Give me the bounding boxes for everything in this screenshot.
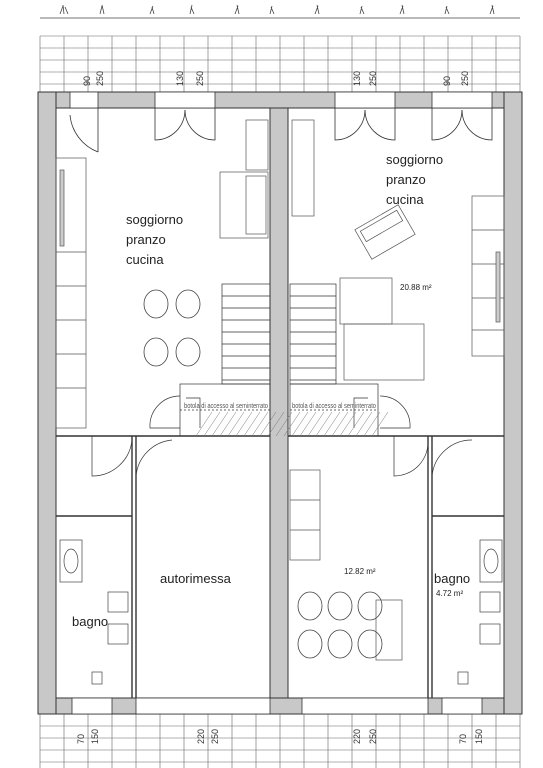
chair <box>143 337 169 367</box>
bottom-dimensions: 70 150 220 250 220 250 70 150 <box>76 729 484 744</box>
left-living-label: soggiorno pranzo cucina <box>126 212 183 267</box>
left-living-line-1: soggiorno <box>126 212 183 227</box>
dimension-label: 90 <box>82 76 92 86</box>
left-kitchen-counter <box>55 157 87 429</box>
right-kitchen-counter <box>471 195 505 357</box>
right-dining-chairs <box>297 591 383 659</box>
stair-left-note: botola di accesso al seminterrato <box>184 403 268 410</box>
chair <box>143 289 169 319</box>
right-bath-label: bagno <box>434 571 470 586</box>
dimension-label: 250 <box>210 729 220 744</box>
chair <box>297 591 323 621</box>
chair <box>175 289 201 319</box>
chair <box>327 629 353 659</box>
dimension-label: 250 <box>368 729 378 744</box>
chair <box>357 629 383 659</box>
dimension-label: 150 <box>474 729 484 744</box>
dimension-label: 70 <box>76 734 86 744</box>
stair-hatch <box>195 411 389 437</box>
right-lower-area: 12.82 m² <box>344 567 376 576</box>
top-openings <box>69 91 493 109</box>
right-living-area: 20.88 m² <box>400 283 432 292</box>
right-bath-fixtures <box>457 539 503 685</box>
dimension-label: 250 <box>368 71 378 86</box>
garage-label: autorimessa <box>160 571 232 586</box>
chair <box>297 629 323 659</box>
left-living-line-3: cucina <box>126 252 164 267</box>
bottom-openings <box>71 697 483 715</box>
right-living-line-2: pranzo <box>386 172 426 187</box>
dimension-label: 70 <box>458 734 468 744</box>
dimension-label: 250 <box>195 71 205 86</box>
left-living-line-2: pranzo <box>126 232 166 247</box>
outer-walls <box>37 91 523 715</box>
dimension-label: 90 <box>442 76 452 86</box>
dimension-label: 250 <box>95 71 105 86</box>
chair <box>327 591 353 621</box>
hall-doors <box>91 395 473 477</box>
right-lower-cabinets <box>289 469 403 661</box>
right-living-label: soggiorno pranzo cucina <box>386 152 443 207</box>
right-living-line-3: cucina <box>386 192 424 207</box>
top-vegetation <box>40 4 520 19</box>
chair <box>175 337 201 367</box>
right-sofa <box>291 119 425 381</box>
dimension-label: 250 <box>460 71 470 86</box>
dimension-label: 150 <box>90 729 100 744</box>
dimension-label: 130 <box>352 71 362 86</box>
door-swings <box>69 108 493 153</box>
left-sofa <box>219 119 269 239</box>
dimension-label: 220 <box>196 729 206 744</box>
left-bath-fixtures <box>59 539 129 685</box>
dimension-label: 130 <box>175 71 185 86</box>
left-dining-chairs <box>143 289 201 367</box>
stair-right-note: botola di accesso al seminterrato <box>292 403 376 410</box>
left-bath-label: bagno <box>72 614 108 629</box>
right-bath-area: 4.72 m² <box>436 589 463 598</box>
bottom-paving <box>39 713 521 768</box>
chair <box>357 591 383 621</box>
dimension-label: 220 <box>352 729 362 744</box>
stairs <box>179 283 379 437</box>
right-living-line-1: soggiorno <box>386 152 443 167</box>
top-paving <box>39 35 521 92</box>
